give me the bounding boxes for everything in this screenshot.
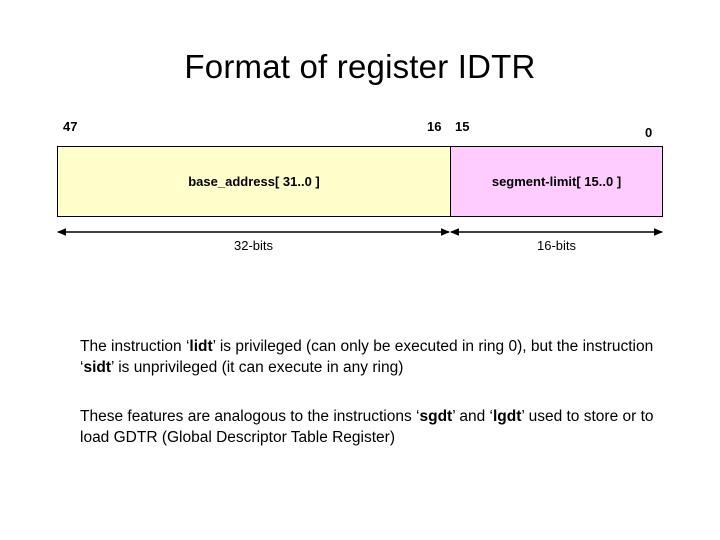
plain-text: These features are analogous to the inst… — [80, 407, 420, 425]
width-annotation-32-bits: 32-bits — [57, 226, 450, 264]
plain-text: The instruction ‘ — [80, 337, 190, 355]
width-annotation-16-bits: 16-bits — [450, 226, 663, 264]
emphasis-text: lidt — [189, 337, 213, 355]
field-base-address-label: base_address[ 31..0 ] — [188, 174, 320, 189]
register-layout-diagram: base_address[ 31..0 ] segment-limit[ 15.… — [57, 146, 663, 217]
width-label-16-bits: 16-bits — [536, 238, 577, 253]
width-label-32-bits: 32-bits — [233, 238, 274, 253]
emphasis-text: lgdt — [493, 407, 522, 425]
emphasis-text: sidt — [83, 358, 112, 376]
plain-text: ’ is privileged (can only be executed in… — [80, 337, 654, 376]
field-base-address: base_address[ 31..0 ] — [58, 147, 451, 216]
field-segment-limit: segment-limit[ 15..0 ] — [451, 147, 662, 216]
plain-text: ’ and ‘ — [452, 407, 493, 425]
field-width-annotations: 32-bits 16-bits — [57, 226, 663, 264]
plain-text: ’ is unprivileged (it can execute in any… — [111, 358, 404, 376]
double-arrow-icon — [450, 228, 663, 236]
field-segment-limit-label: segment-limit[ 15..0 ] — [491, 174, 622, 189]
emphasis-text: sgdt — [419, 407, 453, 425]
paragraph-sgdt-lgdt: These features are analogous to the inst… — [80, 406, 660, 448]
bit-label-16: 16 — [427, 119, 442, 134]
bit-label-lsb-right: 0 — [645, 125, 653, 140]
paragraph-lidt-sidt: The instruction ‘lidt’ is privileged (ca… — [80, 336, 660, 378]
bit-label-15: 15 — [455, 119, 470, 134]
page-title: Format of register IDTR — [184, 48, 536, 85]
bit-index-ruler: 47 16 15 0 — [57, 120, 663, 142]
double-arrow-icon — [57, 228, 450, 236]
bit-label-msb-left: 47 — [63, 119, 78, 134]
plain-text: ’ used to store or to load GDTR (Global … — [80, 407, 654, 446]
